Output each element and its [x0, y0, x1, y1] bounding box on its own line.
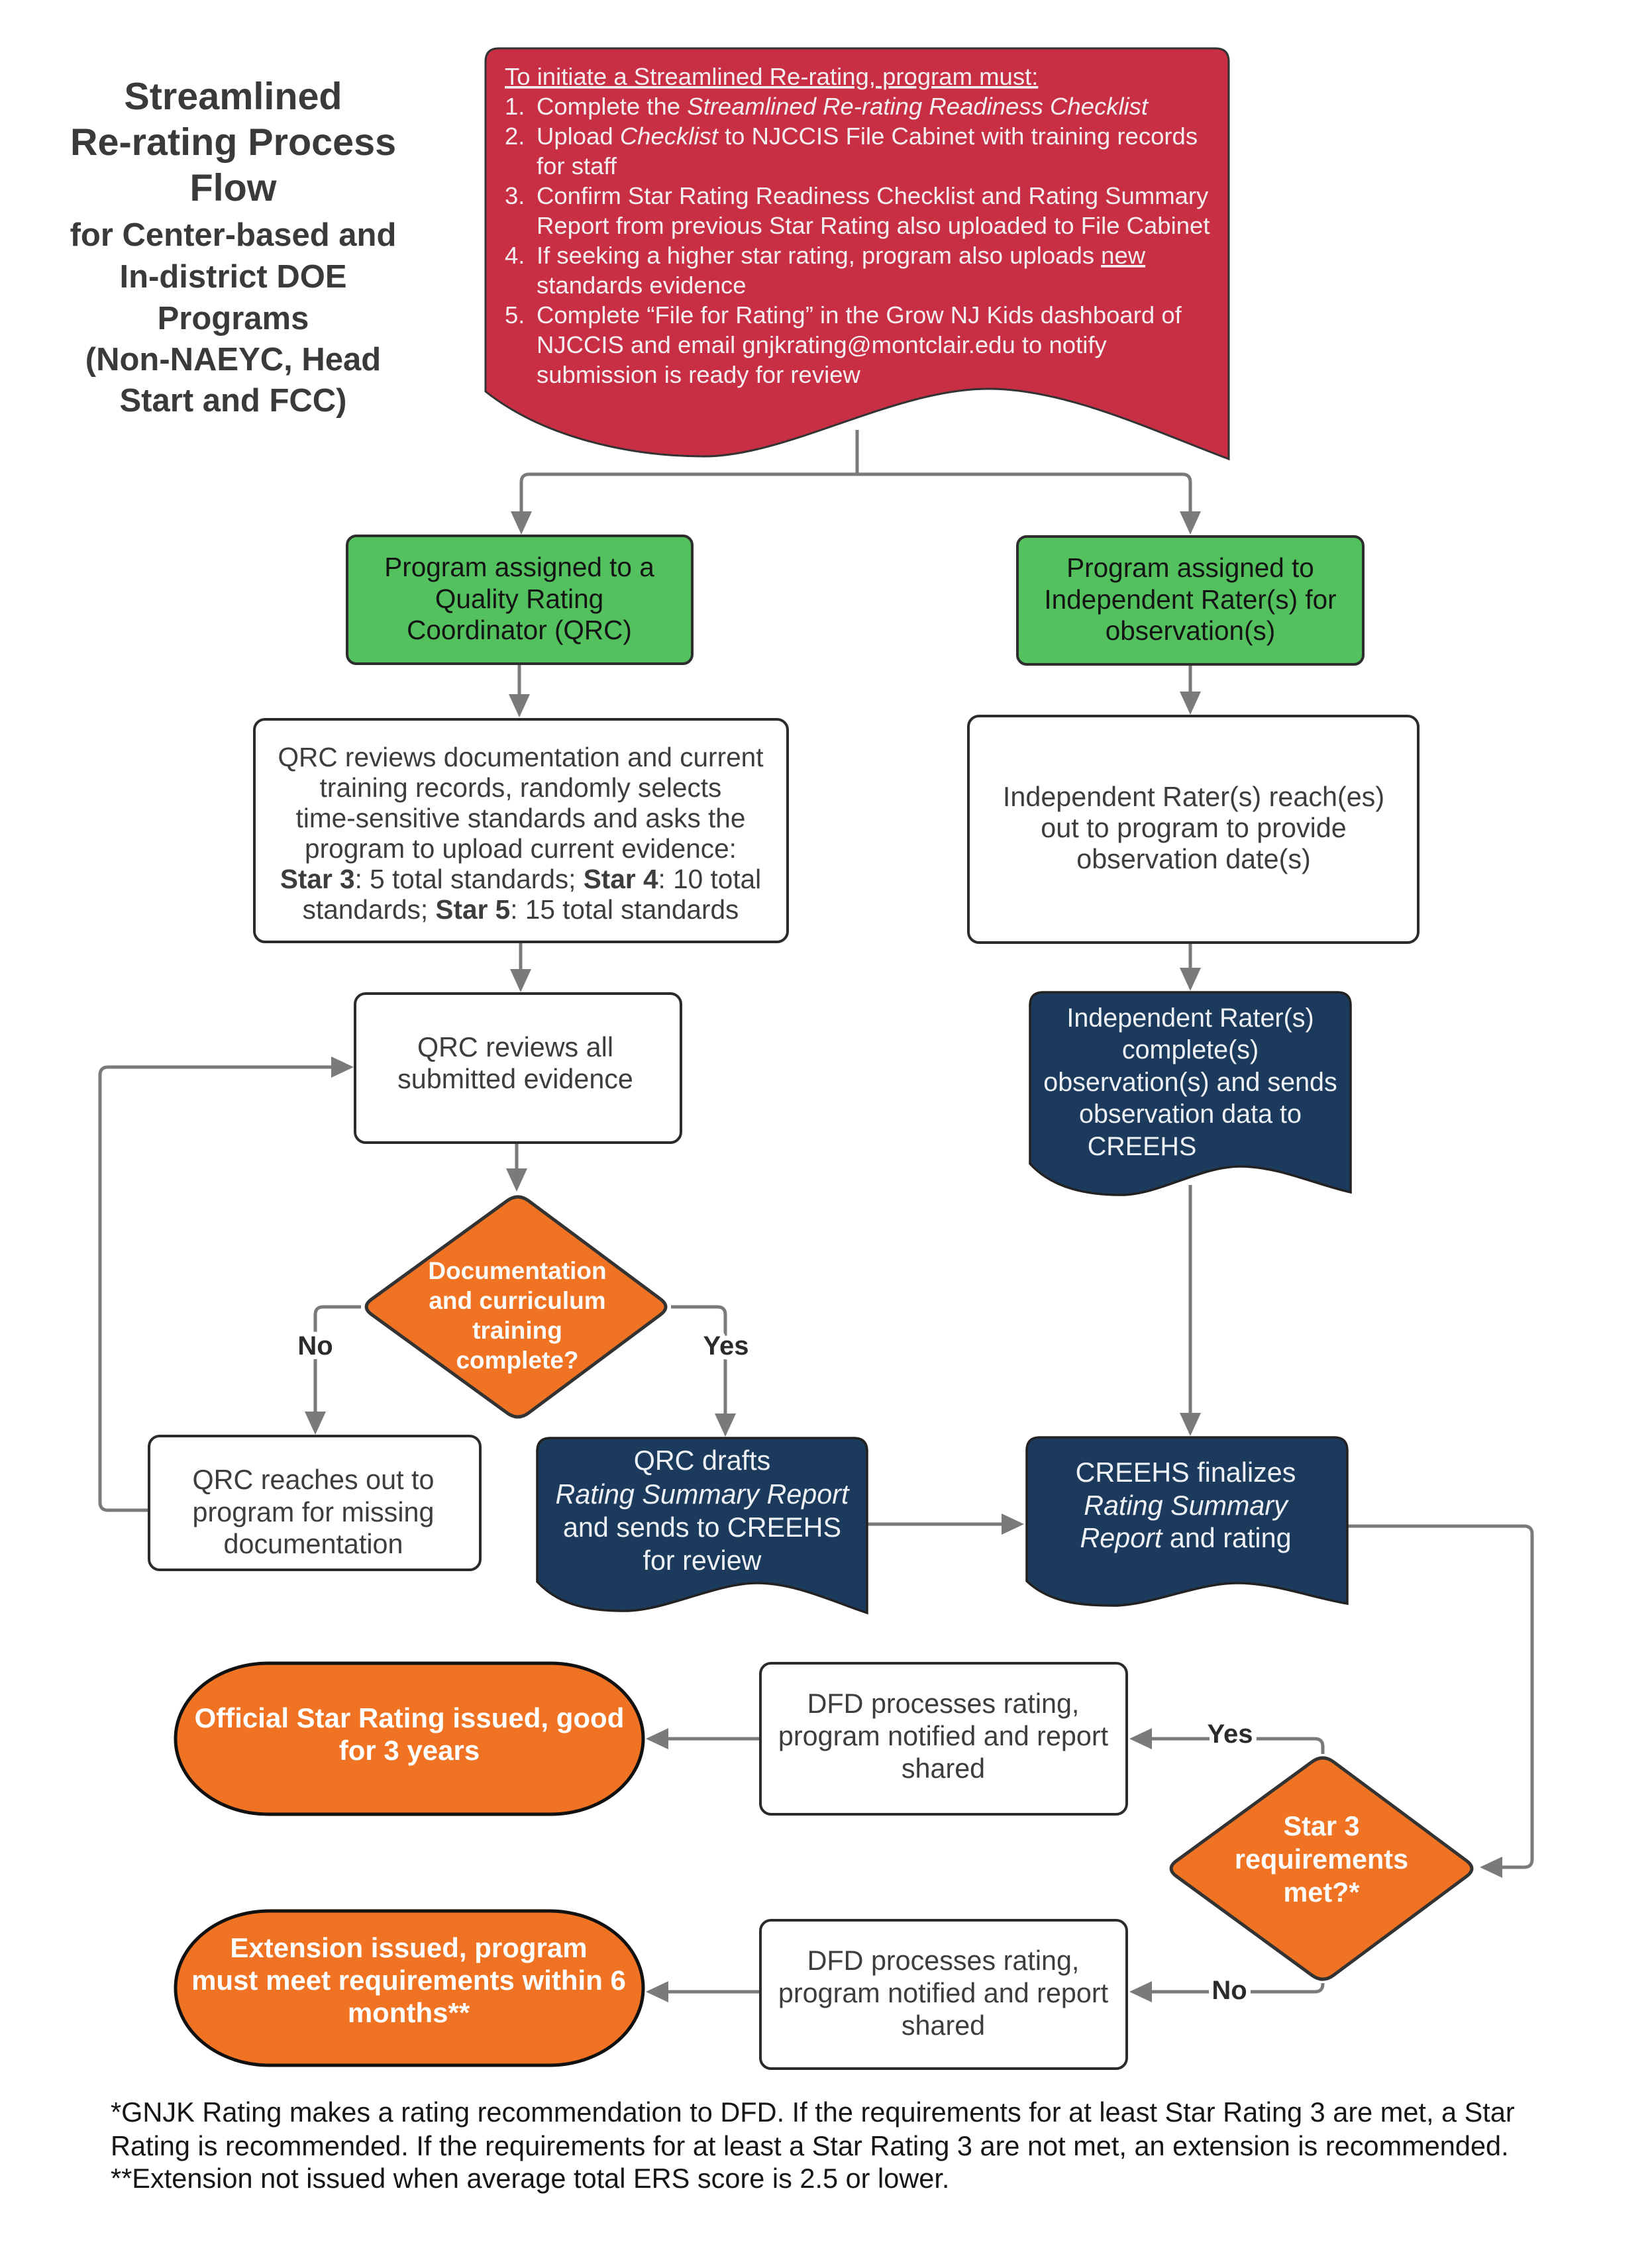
svg-text:In-district DOE: In-district DOE: [119, 259, 346, 295]
svg-text:Yes: Yes: [703, 1331, 749, 1361]
svg-text:5.: 5.: [505, 301, 525, 329]
svg-text:4.: 4.: [505, 242, 525, 269]
svg-text:Official Star Rating issued, g: Official Star Rating issued, good: [195, 1702, 625, 1733]
svg-text:complete?: complete?: [456, 1347, 578, 1374]
svg-text:Quality Rating: Quality Rating: [435, 584, 603, 614]
svg-text:observation(s): observation(s): [1106, 615, 1276, 646]
svg-text:for staff: for staff: [537, 152, 617, 180]
svg-text:Program assigned to: Program assigned to: [1066, 552, 1314, 583]
svg-text:for Center-based and: for Center-based and: [70, 217, 397, 253]
svg-text:Independent Rater(s) reach(es): Independent Rater(s) reach(es): [1003, 782, 1384, 812]
svg-text:Rating is recommended. If the: Rating is recommended. If the requiremen…: [111, 2130, 1509, 2161]
svg-text:time-sensitive standards and a: time-sensitive standards and asks the: [296, 803, 746, 833]
svg-text:program to upload current evid: program to upload current evidence:: [305, 833, 737, 864]
svg-text:complete(s): complete(s): [1122, 1035, 1259, 1064]
svg-text:QRC reaches out to: QRC reaches out to: [193, 1465, 435, 1495]
svg-text:and curriculum: and curriculum: [429, 1287, 605, 1314]
svg-text:program notified and report: program notified and report: [778, 1721, 1109, 1751]
svg-text:Independent Rater(s) for: Independent Rater(s) for: [1044, 584, 1336, 615]
svg-text:met?*: met?*: [1284, 1877, 1361, 1908]
svg-text:QRC drafts: QRC drafts: [634, 1445, 771, 1476]
svg-text:(Non-NAEYC, Head: (Non-NAEYC, Head: [85, 342, 381, 378]
svg-text:submission is ready for review: submission is ready for review: [537, 361, 861, 388]
svg-text:observation data to: observation data to: [1079, 1100, 1302, 1129]
svg-text:No: No: [297, 1331, 333, 1361]
svg-text:must meet requirements within: must meet requirements within 6: [191, 1965, 626, 1996]
svg-text:2.: 2.: [505, 123, 525, 150]
svg-text:Program assigned to a: Program assigned to a: [384, 552, 654, 582]
svg-text:shared: shared: [902, 1753, 985, 1784]
svg-text:QRC reviews all: QRC reviews all: [417, 1032, 613, 1062]
svg-text:program for missing: program for missing: [193, 1497, 435, 1527]
svg-text:and sends to CREEHS: and sends to CREEHS: [563, 1512, 841, 1543]
svg-text:Report from previous Star Rati: Report from previous Star Rating also up…: [537, 212, 1210, 239]
svg-text:submitted evidence: submitted evidence: [397, 1064, 633, 1094]
svg-text:Programs: Programs: [158, 301, 309, 336]
svg-text:shared: shared: [902, 2010, 985, 2041]
svg-text:Complete “File for Rating” in: Complete “File for Rating” in the Grow N…: [537, 301, 1182, 329]
svg-text:Streamlined: Streamlined: [124, 76, 342, 118]
svg-text:Flow: Flow: [190, 167, 277, 209]
svg-text:Upload Checklist to NJCCIS Fil: Upload Checklist to NJCCIS File Cabinet …: [537, 123, 1198, 150]
svg-text:*GNJK Rating makes a rating re: *GNJK Rating makes a rating recommendati…: [111, 2096, 1515, 2128]
svg-text:for 3 years: for 3 years: [339, 1735, 480, 1766]
svg-text:training records, randomly sel: training records, randomly selects: [320, 772, 722, 803]
svg-text:Confirm Star Rating Readiness: Confirm Star Rating Readiness Checklist …: [537, 182, 1209, 209]
svg-text:Coordinator (QRC): Coordinator (QRC): [407, 615, 632, 645]
svg-text:Complete the Streamlined Re-ra: Complete the Streamlined Re-rating Readi…: [537, 93, 1149, 120]
svg-text:CREEHS: CREEHS: [1088, 1132, 1197, 1161]
svg-text:for review: for review: [643, 1545, 761, 1576]
svg-text:requirements: requirements: [1235, 1844, 1408, 1875]
svg-text:DFD processes rating,: DFD processes rating,: [807, 1945, 1080, 1976]
svg-text:1.: 1.: [505, 93, 525, 120]
svg-text:Start and FCC): Start and FCC): [120, 383, 347, 419]
svg-text:**Extension not issued when av: **Extension not issued when average tota…: [111, 2163, 949, 2194]
svg-text:CREEHS finalizes: CREEHS finalizes: [1076, 1457, 1296, 1488]
svg-text:No: No: [1212, 1976, 1247, 2005]
svg-text:training: training: [472, 1317, 562, 1344]
svg-text:standards; Star 5: 15 total st: standards; Star 5: 15 total standards: [303, 894, 739, 925]
svg-text:Yes: Yes: [1208, 1720, 1253, 1749]
svg-text:months**: months**: [348, 1997, 470, 2028]
svg-text:observation(s) and sends: observation(s) and sends: [1043, 1068, 1337, 1097]
svg-text:Rating Summary Report: Rating Summary Report: [556, 1479, 850, 1510]
svg-text:Documentation: Documentation: [428, 1257, 606, 1284]
svg-text:NJCCIS and email gnjkrating@mo: NJCCIS and email gnjkrating@montclair.ed…: [537, 331, 1107, 358]
svg-text:standards evidence: standards evidence: [537, 272, 747, 299]
svg-text:program notified and report: program notified and report: [778, 1978, 1109, 2008]
svg-text:If seeking a higher star ratin: If seeking a higher star rating, program…: [537, 242, 1146, 269]
svg-text:observation date(s): observation date(s): [1076, 844, 1311, 874]
svg-text:out to program to provide: out to program to provide: [1041, 813, 1346, 843]
svg-text:Re-rating Process: Re-rating Process: [70, 121, 396, 164]
svg-text:To initiate a Streamlined Re-r: To initiate a Streamlined Re-rating, pro…: [505, 63, 1038, 90]
svg-text:Star 3: Star 3: [1283, 1811, 1359, 1841]
svg-text:QRC reviews documentation and: QRC reviews documentation and current: [278, 742, 763, 772]
svg-text:DFD processes rating,: DFD processes rating,: [807, 1688, 1080, 1719]
svg-text:Star 3: 5 total standards; Sta: Star 3: 5 total standards; Star 4: 10 to…: [280, 864, 761, 894]
svg-text:Rating Summary: Rating Summary: [1084, 1490, 1289, 1521]
svg-text:Report and rating: Report and rating: [1080, 1523, 1291, 1553]
svg-text:documentation: documentation: [224, 1529, 403, 1559]
svg-text:Independent Rater(s): Independent Rater(s): [1066, 1003, 1314, 1033]
svg-text:3.: 3.: [505, 182, 525, 209]
svg-text:Extension issued, program: Extension issued, program: [230, 1932, 587, 1963]
